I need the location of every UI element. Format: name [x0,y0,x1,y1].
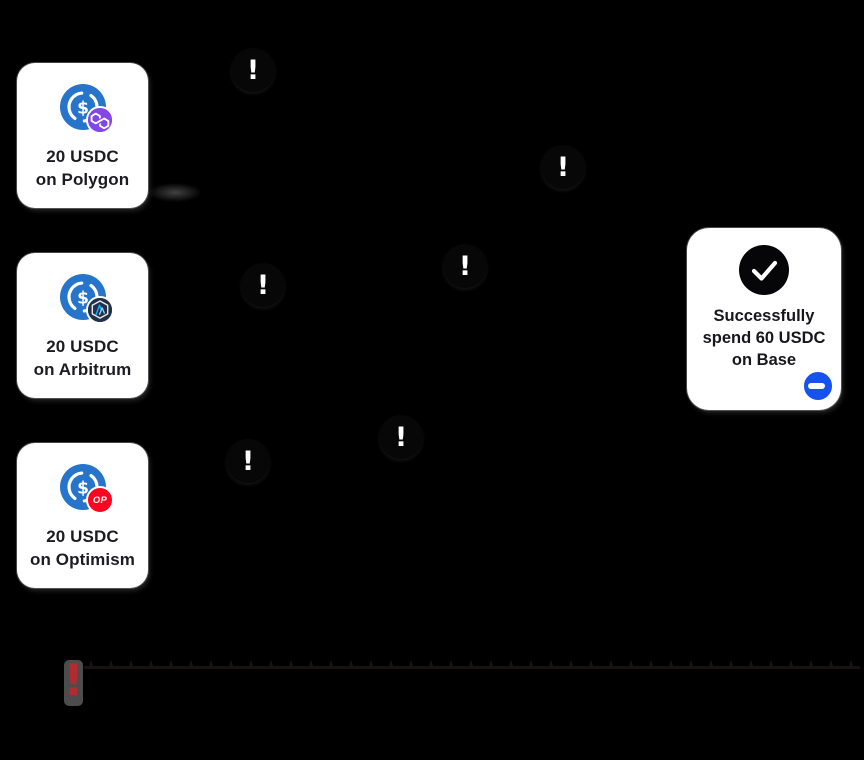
alert-exclamation-icon: ! [241,263,285,307]
checkmark-icon [739,245,789,295]
card-label: 20 USDC on Polygon [17,145,148,191]
base-badge-icon [802,370,834,402]
amount-text: 20 USDC [46,337,119,356]
alert-exclamation-icon: ! [379,415,423,459]
alert-symbol: ! [458,250,472,282]
result-label: Successfully spend 60 USDC on Base [687,305,841,371]
alert-exclamation-icon: ! [541,145,585,189]
svg-text:$: $ [77,479,89,499]
chain-text: on Arbitrum [33,360,132,379]
usdc-optimism-icon-cluster: $ OP [60,464,118,520]
op-badge-label: OP [92,494,108,506]
shadow-artifact [148,183,202,202]
result-line-3: on Base [731,351,797,369]
alert-exclamation-icon: ! [231,48,275,92]
result-card-base: Successfully spend 60 USDC on Base [687,228,841,410]
amount-text: 20 USDC [46,527,119,546]
usdc-polygon-icon-cluster: $ [60,84,118,140]
arbitrum-badge-icon [86,296,114,324]
result-line-2: spend 60 USDC [702,329,826,347]
svg-text:$: $ [77,99,89,119]
result-line-1: Successfully [713,307,815,325]
card-label: 20 USDC on Arbitrum [17,335,148,381]
alert-symbol: ! [241,445,255,477]
source-card-polygon: $ 20 USDC on Polygon [17,63,148,208]
usdc-arbitrum-icon-cluster: $ [60,274,118,330]
alert-symbol: ! [256,269,270,301]
card-label: 20 USDC on Optimism [17,525,148,571]
optimism-badge-icon: OP [86,486,114,514]
amount-text: 20 USDC [46,147,119,166]
alert-symbol: ! [246,54,260,86]
source-card-optimism: $ OP 20 USDC on Optimism [17,443,148,588]
base-badge-bar [808,383,825,389]
alert-exclamation-icon: ! [443,244,487,288]
alert-exclamation-icon: ! [226,439,270,483]
alert-symbol: ! [394,421,408,453]
chain-text: on Optimism [30,550,135,569]
warning-exclamation-icon: ! [63,655,84,706]
warning-symbol: ! [63,655,84,706]
note-text-artifact [84,657,860,671]
svg-text:$: $ [77,289,89,309]
polygon-badge-icon [86,106,114,134]
source-card-arbitrum: $ 20 USDC on Arbitrum [17,253,148,398]
alert-symbol: ! [556,151,570,183]
chain-text: on Polygon [35,170,130,189]
